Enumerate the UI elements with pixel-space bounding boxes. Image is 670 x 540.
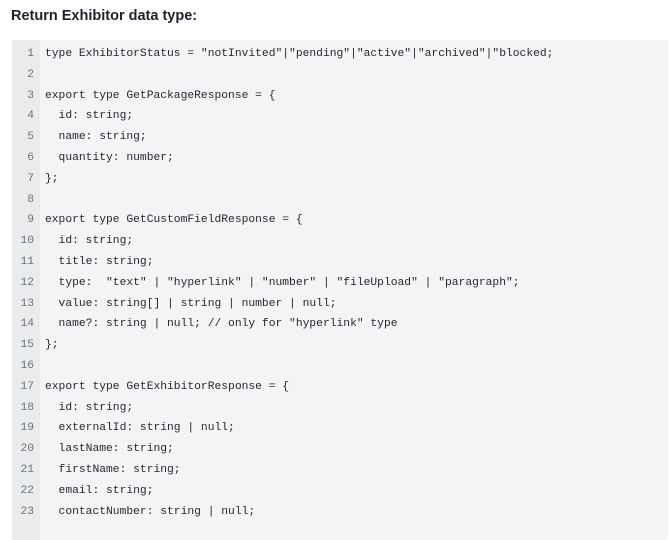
code-text: export type GetExhibitorResponse = { — [45, 380, 290, 393]
code-line: 22 email: string; — [12, 481, 668, 502]
line-number: 23 — [20, 505, 34, 518]
code-line: 19 externalId: string | null; — [12, 418, 668, 439]
code-line: 10 id: string; — [12, 231, 668, 252]
code-line: 23 contactNumber: string | null; — [12, 502, 668, 523]
code-line: 21 firstName: string; — [12, 460, 668, 481]
code-text: quantity: number; — [45, 151, 174, 164]
code-line: 20 lastName: string; — [12, 439, 668, 460]
line-number: 22 — [20, 484, 34, 497]
code-text: title: string; — [45, 255, 154, 268]
code-block: 1 type ExhibitorStatus = "notInvited"|"pe… — [12, 40, 668, 540]
code-line: 7}; — [12, 169, 668, 190]
line-number: 18 — [20, 401, 34, 414]
code-line: 18 id: string; — [12, 398, 668, 419]
line-number: 10 — [20, 235, 34, 248]
line-number: 5 — [27, 131, 34, 144]
line-number: 1 — [27, 48, 34, 60]
code-line: 15}; — [12, 335, 668, 356]
code-text — [34, 65, 45, 86]
line-number: 19 — [20, 422, 34, 435]
code-line: 3 export type GetPackageResponse = { — [12, 86, 668, 107]
code-line: 12 type: "text" | "hyperlink" | "number"… — [12, 273, 668, 294]
code-line: 1 type ExhibitorStatus = "notInvited"|"pe… — [12, 44, 668, 65]
code-text: export type GetCustomFieldResponse = { — [45, 214, 303, 227]
code-line: 6 quantity: number; — [12, 148, 668, 169]
code-text: export type GetPackageResponse = { — [45, 89, 276, 102]
code-text: value: string[] | string | number | null… — [45, 297, 337, 310]
code-text: email: string; — [45, 484, 154, 497]
line-number: 21 — [20, 463, 34, 476]
line-number: 11 — [20, 255, 34, 268]
code-line: 4 id: string; — [12, 106, 668, 127]
line-number: 2 — [27, 68, 34, 81]
code-text: externalId: string | null; — [45, 422, 235, 435]
code-text: }; — [45, 339, 59, 352]
code-text: lastName: string; — [45, 443, 174, 456]
code-text: type ExhibitorStatus = "notInvited"|"pen… — [45, 48, 554, 60]
section-heading: Return Exhibitor data type: — [11, 8, 198, 24]
code-text: id: string; — [45, 235, 134, 248]
line-number: 3 — [27, 89, 34, 102]
code-text: id: string; — [45, 401, 134, 414]
code-text: id: string; — [45, 110, 134, 123]
line-number: 6 — [27, 151, 34, 164]
code-text: firstName: string; — [45, 463, 181, 476]
line-number: 12 — [20, 276, 34, 289]
code-line: 16 — [12, 356, 668, 377]
code-text: contactNumber: string | null; — [45, 505, 256, 518]
line-number: 8 — [27, 193, 34, 206]
line-number: 16 — [20, 359, 34, 372]
code-line: 2 — [12, 65, 668, 86]
code-line: 5 name: string; — [12, 127, 668, 148]
code-line: 14 name?: string | null; // only for "hy… — [12, 314, 668, 335]
line-number: 14 — [20, 318, 34, 331]
code-text: name: string; — [45, 131, 147, 144]
code-line: 13 value: string[] | string | number | n… — [12, 294, 668, 315]
code-text — [34, 356, 45, 377]
line-number: 15 — [20, 339, 34, 352]
line-number: 4 — [27, 110, 34, 123]
line-number: 9 — [27, 214, 34, 227]
code-line: 8 — [12, 190, 668, 211]
line-number: 20 — [20, 443, 34, 456]
line-number: 17 — [20, 380, 34, 393]
code-line: 9 export type GetCustomFieldResponse = { — [12, 210, 668, 231]
code-text: }; — [45, 172, 59, 185]
code-line: 11 title: string; — [12, 252, 668, 273]
line-number-gutter — [12, 40, 40, 540]
code-text: type: "text" | "hyperlink" | "number" | … — [45, 276, 520, 289]
code-line: 17 export type GetExhibitorResponse = { — [12, 377, 668, 398]
code-text — [34, 190, 45, 211]
code-text: name?: string | null; // only for "hyper… — [45, 318, 398, 331]
line-number: 13 — [20, 297, 34, 310]
line-number: 7 — [27, 172, 34, 185]
code-lines: 1 type ExhibitorStatus = "notInvited"|"pe… — [12, 44, 668, 522]
